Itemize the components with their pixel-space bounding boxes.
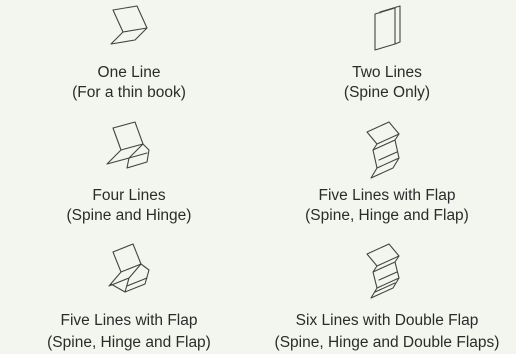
option-subtitle: (Spine, Hinge and Double Flaps) — [258, 332, 516, 353]
option-subtitle: (Spine and Hinge) — [0, 206, 258, 225]
folder-four-lines-icon — [99, 120, 159, 182]
icon-container — [0, 116, 258, 186]
folder-five-lines-flap-icon — [357, 120, 417, 182]
option-title: Five Lines with Flap — [0, 310, 258, 331]
option-title: Five Lines with Flap — [258, 186, 516, 205]
option-two-lines[interactable]: Two Lines (Spine Only) — [258, 0, 516, 102]
option-subtitle: (Spine Only) — [258, 83, 516, 102]
icon-container — [258, 0, 516, 66]
folder-six-lines-double-flap-icon — [357, 242, 417, 304]
option-six-lines-double-flap[interactable]: Six Lines with Double Flap (Spine, Hinge… — [258, 238, 516, 353]
icon-container — [0, 0, 258, 66]
icon-container — [258, 116, 516, 186]
icon-container — [258, 238, 516, 310]
option-subtitle: (For a thin book) — [0, 83, 258, 102]
option-title: Six Lines with Double Flap — [258, 310, 516, 331]
option-four-lines[interactable]: Four Lines (Spine and Hinge) — [0, 116, 258, 225]
folder-two-lines-icon — [359, 4, 415, 60]
option-one-line[interactable]: One Line (For a thin book) — [0, 0, 258, 102]
option-title: Four Lines — [0, 186, 258, 205]
folder-one-line-icon — [101, 4, 157, 60]
option-subtitle: (Spine, Hinge and Flap) — [258, 206, 516, 225]
icon-container — [0, 238, 258, 310]
option-five-lines-flap[interactable]: Five Lines with Flap (Spine, Hinge and F… — [258, 116, 516, 225]
folder-five-lines-flap-alt-icon — [99, 242, 159, 304]
option-five-lines-flap-alt[interactable]: Five Lines with Flap (Spine, Hinge and F… — [0, 238, 258, 353]
option-subtitle: (Spine, Hinge and Flap) — [0, 332, 258, 353]
